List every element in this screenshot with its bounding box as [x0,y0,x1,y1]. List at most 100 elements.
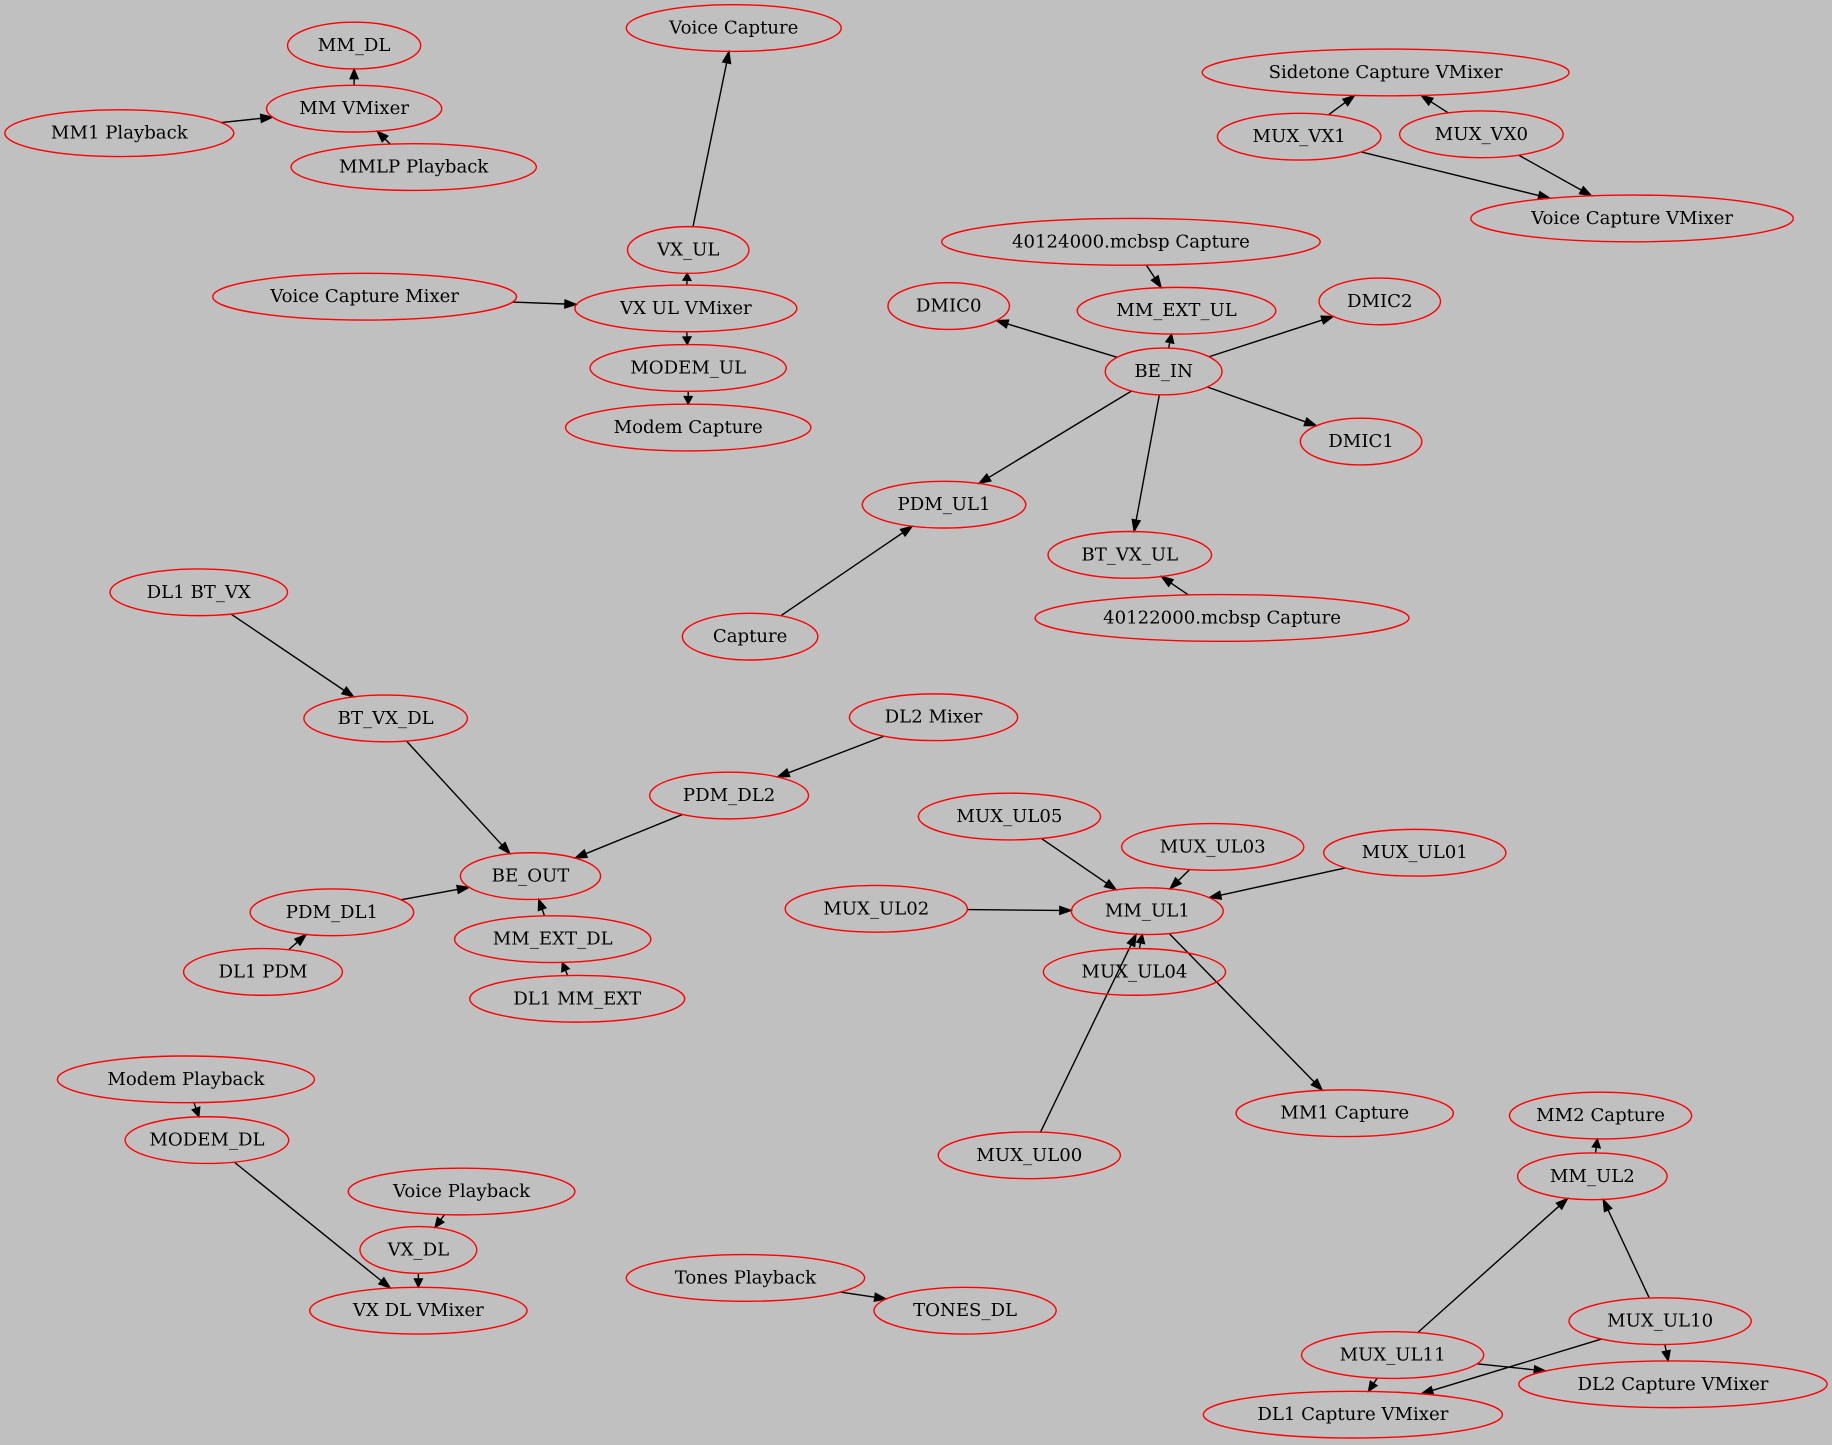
arrowhead-icon [1168,876,1183,891]
node-be-in: BE_IN [1104,347,1223,396]
edge-be-in-to-pdm-ul1 [977,390,1132,485]
node-ellipse [1568,1297,1752,1346]
arrowhead-icon [1207,890,1223,900]
edge-vx-ul-vmixer-to-modem-ul [681,331,693,346]
node-ellipse [1201,48,1570,97]
node-label: VX DL VMixer [352,1300,484,1321]
node-modem-ul: MODEM_UL [589,343,788,393]
arrowhead-icon [1126,932,1137,948]
edge-mux-ul10-to-mm-ul2 [1602,1197,1650,1299]
edge-modem-ul-to-modem-capture [683,391,694,406]
arrowhead-icon [1555,1197,1570,1211]
node-tones-playback: Tones Playback [625,1253,866,1303]
arrowhead-icon [564,299,579,309]
arrowhead-icon [191,1106,201,1119]
node-40124000-mcbsp-capture: 40124000.mcbsp Capture [940,217,1321,266]
edges-layer [191,49,1671,1395]
arrowhead-icon [1367,1380,1379,1393]
node-label: Voice Capture VMixer [1530,208,1733,229]
node-bt-vx-ul: BT_VX_UL [1047,530,1213,579]
edge-mmlp-playback-to-mm-vmixer [375,130,391,145]
node-ellipse [589,343,788,393]
node-modem-playback: Modem Playback [56,1055,316,1104]
node-ellipse [861,480,1027,529]
edge-line [840,1291,875,1298]
node-label: 40122000.mcbsp Capture [1103,607,1341,628]
edge-line [967,908,1060,912]
node-label: MUX_UL11 [1340,1345,1446,1366]
arrowhead-icon [683,395,694,406]
edge-line [288,941,298,951]
node-label: MUX_VX0 [1435,124,1528,145]
node-mm-ext-dl: MM_EXT_DL [453,915,652,964]
node-label: PDM_DL1 [286,902,378,923]
edge-line [1373,1377,1378,1384]
edge-line [788,735,885,774]
node-label: PDM_UL1 [898,494,991,515]
node-label: 40124000.mcbsp Capture [1012,231,1250,252]
node-ellipse [1047,530,1213,579]
node-mux-ul10: MUX_UL10 [1568,1297,1752,1346]
arrowhead-icon [375,130,389,143]
node-dl1-capture-vmixer: DL1 Capture VMixer [1202,1390,1504,1439]
node-ellipse [1120,822,1305,871]
edge-40122000-mcbsp-capture-to-bt-vx-ul [1159,575,1189,596]
node-ellipse [1070,887,1224,936]
node-be-out: BE_OUT [459,852,602,901]
node-40122000-mcbsp-capture: 40122000.mcbsp Capture [1034,593,1410,643]
edge-mux-ul11-to-dl2-capture-vmixer [1476,1363,1548,1375]
node-dmic1: DMIC1 [1299,417,1423,466]
arrowhead-icon [1135,933,1146,945]
arrowhead-icon [340,685,356,698]
node-vx-dl: VX_DL [359,1225,478,1274]
edge-mux-ul01-to-mm-ul1 [1207,867,1346,900]
edge-line [1135,394,1161,521]
node-mm-ul1: MM_UL1 [1070,887,1224,936]
node-voice-capture: Voice Capture [625,3,842,53]
edge-line [1170,582,1189,596]
node-label: MM_DL [318,35,391,56]
node-vx-ul: VX_UL [626,225,750,275]
arrowhead-icon [1164,332,1175,345]
edge-mux-ul11-to-mm-ul2 [1417,1197,1570,1334]
node-mm-dl: MM_DL [286,21,422,70]
edge-mm-ul1-to-mm1-capture [1168,933,1324,1092]
edge-mm-vmixer-to-mm-dl [349,67,360,86]
edge-line [1007,323,1118,358]
edge-mux-vx1-to-voice-capture-vmixer [1360,151,1552,201]
arrowhead-icon [775,768,791,778]
node-label: BT_VX_DL [338,708,434,729]
arrowhead-icon [873,1292,889,1302]
node-label: MM1 Capture [1280,1103,1409,1124]
edge-line [1607,1209,1650,1299]
arrowhead-icon [721,49,732,65]
edge-40124000-mcbsp-capture-to-mm-ext-ul [1145,264,1163,290]
node-ellipse [574,284,798,333]
arrowhead-icon [1059,905,1074,916]
edge-be-in-to-bt-vx-ul [1131,394,1161,534]
node-ellipse [109,568,289,617]
node-label: DL1 Capture VMixer [1257,1404,1448,1425]
node-label: MUX_VX1 [1253,126,1346,147]
node-label: MODEM_DL [149,1130,264,1151]
arrowhead-icon [456,884,471,895]
arrowhead-icon [1419,1385,1435,1395]
edge-line [780,532,904,617]
edge-line [384,138,391,145]
node-label: MUX_UL01 [1362,842,1468,863]
edge-line [221,117,262,124]
node-label: Modem Capture [614,417,763,438]
node-ellipse [359,1225,478,1274]
arrowhead-icon [1591,1137,1602,1149]
edge-mux-ul05-to-mm-ul1 [1040,837,1118,891]
node-label: MM_EXT_DL [493,929,613,950]
node-dl1-pdm: DL1 PDM [182,947,344,996]
node-ellipse [887,281,1011,331]
edge-line [585,813,683,855]
arrowhead-icon [377,1276,392,1290]
arrowhead-icon [681,272,693,282]
node-vx-ul-vmixer: VX UL VMixer [574,284,798,333]
arrowhead-icon [1103,878,1118,891]
arrowhead-icon [1661,1349,1671,1363]
